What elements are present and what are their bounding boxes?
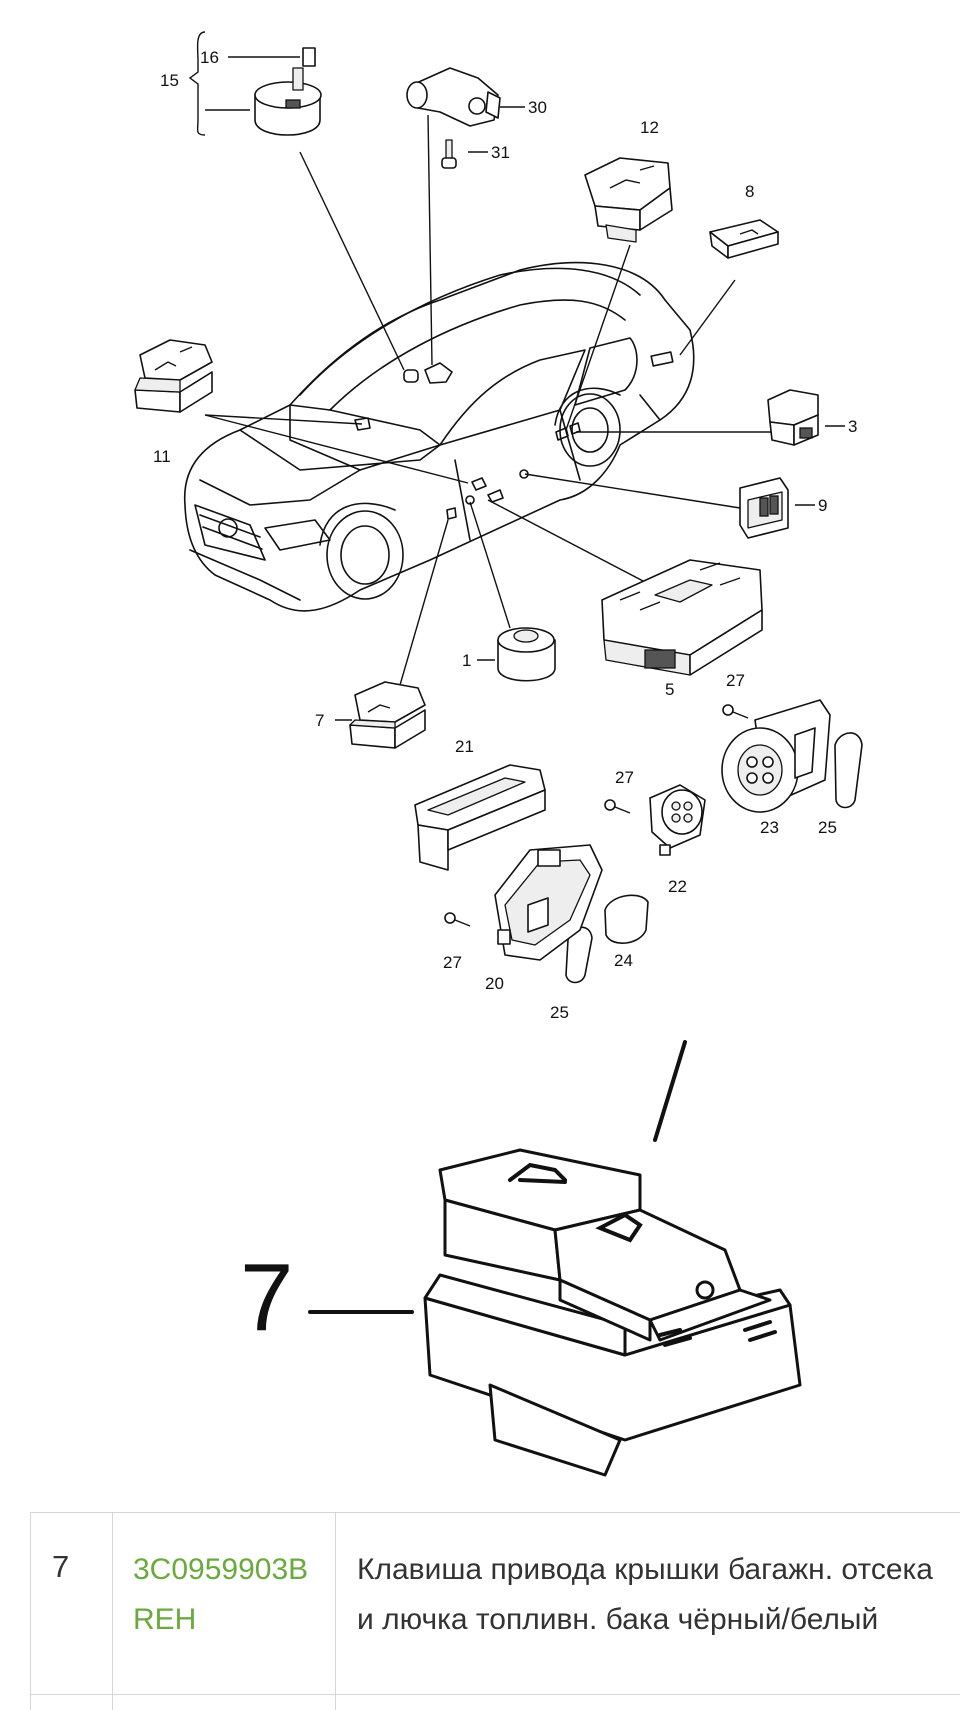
callout-27: 27 — [443, 953, 462, 972]
callout-3: 3 — [848, 417, 857, 436]
leader-lines — [188, 31, 845, 721]
callout-21: 21 — [455, 737, 474, 756]
callout-numbers: 16 15 30 31 12 8 11 3 9 1 5 7 27 21 27 2… — [153, 48, 857, 1022]
callout-20: 20 — [485, 974, 504, 993]
callout-15: 15 — [160, 71, 179, 90]
callout-23: 23 — [760, 818, 779, 837]
part-1-mirror-switch — [497, 627, 556, 682]
callout-5: 5 — [665, 680, 674, 699]
callout-8: 8 — [745, 182, 754, 201]
part-30-motor — [406, 67, 501, 127]
table-divider — [112, 1513, 113, 1710]
callout-12: 12 — [640, 118, 659, 137]
part-12-switch — [584, 157, 673, 243]
zoom-switch-drawing — [423, 1148, 802, 1477]
callout-31: 31 — [491, 143, 510, 162]
part-27-screws — [444, 704, 749, 927]
callout-30: 30 — [528, 98, 547, 117]
exploded-parts-diagram: 16 15 30 31 12 8 11 3 9 1 5 7 27 21 27 2… — [134, 31, 863, 1022]
callout-25: 25 — [550, 1003, 569, 1022]
table-row-divider — [30, 1694, 960, 1695]
zoomed-part-7: 7 — [240, 1040, 802, 1477]
parts — [134, 47, 863, 984]
position-number: 7 — [52, 1549, 70, 1584]
part-21-switch-bar — [414, 764, 546, 871]
part-31-bolt — [441, 139, 457, 169]
part-3-switch — [767, 389, 819, 446]
part-11-switch — [134, 339, 213, 413]
part-description: Клавиша привода крышки багажн. отсека и … — [357, 1553, 933, 1636]
table-border-left — [30, 1513, 31, 1710]
part-25-cap — [565, 732, 863, 984]
zoom-callout-7: 7 — [240, 1244, 293, 1351]
callout-27: 27 — [615, 768, 634, 787]
callout-11: 11 — [153, 447, 171, 466]
table-divider — [335, 1513, 336, 1710]
part-9-switch — [739, 477, 789, 539]
callout-22: 22 — [668, 877, 687, 896]
part-number-link[interactable]: 3C0959903B REH — [133, 1553, 309, 1636]
callout-7: 7 — [315, 711, 324, 730]
part-8-switch — [709, 219, 779, 259]
callout-9: 9 — [818, 496, 827, 515]
car-outline — [183, 261, 695, 612]
callout-24: 24 — [614, 951, 633, 970]
part-5-switch-block — [601, 559, 763, 676]
part-7-switch — [349, 681, 426, 749]
part-23-seat-switch — [721, 699, 831, 813]
part-15-light-switch — [254, 47, 322, 136]
part-22-seat-knob — [649, 784, 706, 856]
callout-27: 27 — [726, 671, 745, 690]
callout-16: 16 — [200, 48, 219, 67]
zoom-leader — [308, 1040, 687, 1314]
part-20-seat-switch — [494, 844, 603, 961]
callout-25: 25 — [818, 818, 837, 837]
part-24-cap — [604, 894, 649, 944]
callout-1: 1 — [462, 651, 471, 670]
parts-table: 7 3C0959903B REH Клавиша привода крышки … — [30, 1512, 960, 1710]
